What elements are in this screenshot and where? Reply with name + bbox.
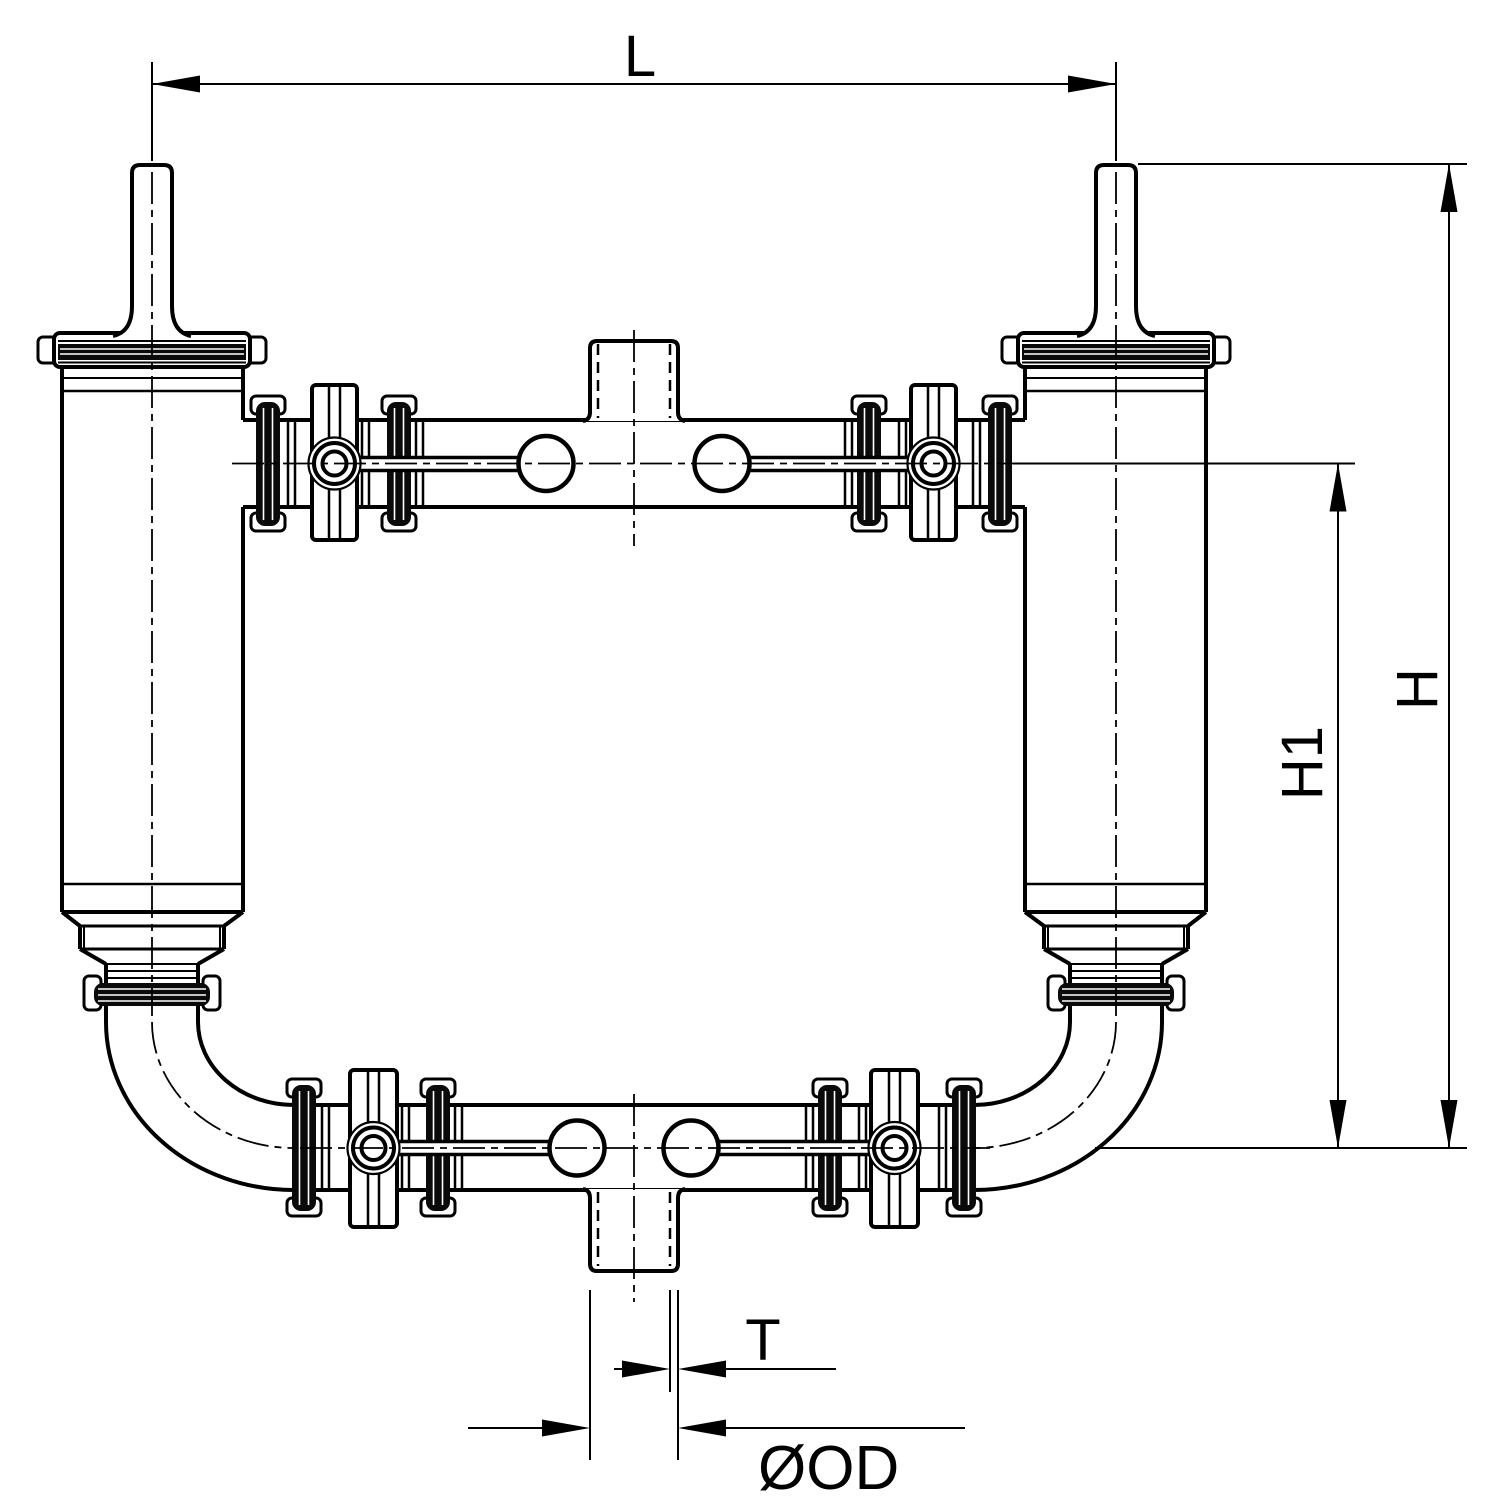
arrowhead-down-icon	[1440, 1100, 1458, 1148]
dimension-h1-label: H1	[1270, 726, 1335, 800]
dimension-height-upper	[1013, 462, 1355, 1148]
arrowhead-down-icon	[1329, 1100, 1347, 1148]
hidden-bore-lines	[596, 344, 672, 1266]
centerlines	[151, 172, 1117, 1302]
arrowhead-up-icon	[1440, 164, 1458, 212]
dimension-length	[151, 62, 1117, 161]
dimension-t-label: T	[745, 1308, 780, 1373]
arrowhead-right-icon	[542, 1419, 590, 1437]
dimension-od-label: ØOD	[758, 1434, 899, 1503]
dimension-height-total	[1095, 163, 1467, 1149]
arrowhead-left-icon	[152, 75, 200, 93]
arrowhead-right-icon	[1068, 75, 1116, 93]
dimension-h-label: H	[1385, 668, 1450, 710]
dimension-outer-diameter	[468, 1419, 965, 1437]
arrowhead-right-icon	[622, 1360, 670, 1378]
arrowhead-up-icon	[1329, 463, 1347, 512]
dimension-l-label: L	[624, 24, 656, 89]
dimension-wall-thickness	[589, 1290, 836, 1460]
arrowhead-left-icon	[678, 1360, 726, 1378]
arrowhead-left-icon	[678, 1419, 726, 1437]
